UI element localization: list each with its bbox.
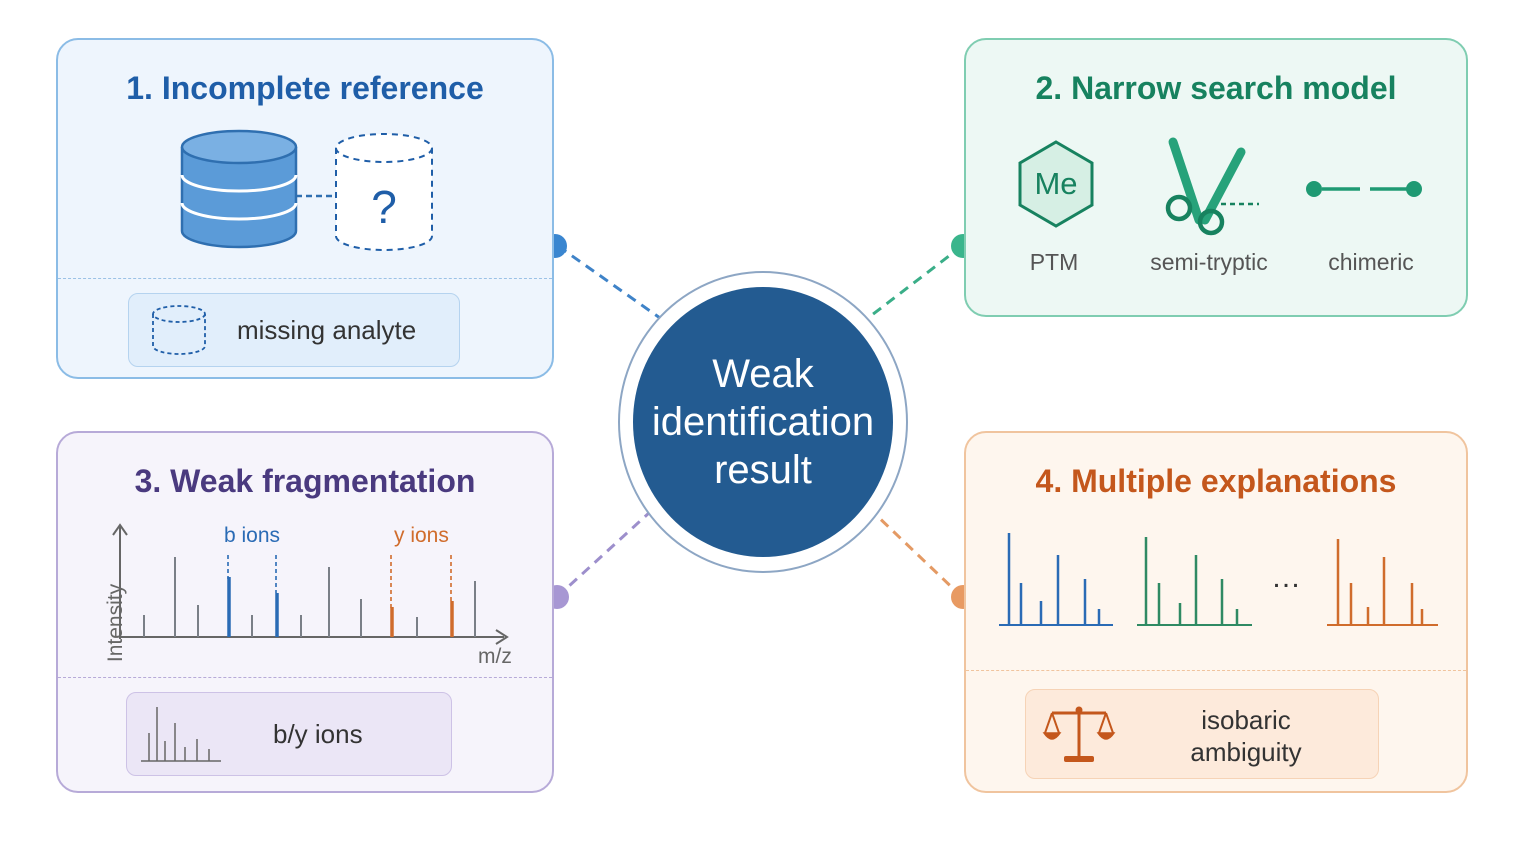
panel-divider [58,677,552,678]
balance-scale-icon [1042,706,1116,762]
spectrum-peaks [143,557,476,637]
chip-by-ions: b/y ions [126,692,452,776]
center-node-label: Weak identification result [651,352,875,492]
candidate-spectrum-3 [1327,539,1438,626]
chimeric-link-icon [1306,181,1422,197]
connector-1 [557,244,661,320]
panel-title: 2. Narrow search model [1035,70,1397,106]
y-ions-label: y ions [394,524,449,547]
x-axis-label: m/z [478,645,512,668]
chip-label: b/y ions [273,719,363,749]
hexagon-label: Me [1034,166,1078,201]
panel-title: 3. Weak fragmentation [134,463,476,499]
b-ions-label: b ions [224,524,281,547]
ellipsis: … [1271,561,1301,594]
database-icon [180,129,433,251]
chip-line-2: ambiguity [1190,737,1302,767]
panel-narrow-search-model: 2. Narrow search model Me PTM semi-trypt… [964,38,1468,317]
connector-2 [867,244,963,320]
panel-title: 1. Incomplete reference [126,70,484,106]
chip-missing-analyte: missing analyte [128,293,460,367]
candidate-spectrum-1 [999,533,1113,626]
y-axis-label: Intensity [104,583,127,663]
question-mark: ? [371,181,397,233]
panel-multiple-explanations: 4. Multiple explanations … isobaric ambi… [964,431,1468,793]
chip-isobaric-ambiguity: isobaric ambiguity [1025,689,1379,779]
connector-4 [871,510,964,599]
label-semi-tryptic: semi-tryptic [1150,249,1268,275]
panel-divider [58,278,552,279]
dashed-cylinder-icon [152,305,206,355]
scissors-icon [1165,137,1259,236]
chip-label: isobaric ambiguity [1138,704,1354,768]
panel-weak-fragmentation: 3. Weak fragmentation Intensity m/z b io… [56,431,554,793]
chip-label: missing analyte [237,315,417,345]
spectra-group [999,533,1438,626]
label-ptm: PTM [1029,249,1079,275]
candidate-spectrum-2 [1137,537,1252,626]
panel-title: 4. Multiple explanations [1035,463,1397,499]
panel-divider [966,670,1466,671]
ptm-hexagon-icon [1018,140,1094,228]
chip-line-1: isobaric [1201,705,1291,735]
mini-spectrum-icon [141,707,221,762]
missing-database-icon [335,133,433,251]
panel-incomplete-reference: 1. Incomplete reference ? missing analyt… [56,38,554,379]
candidate-spectra [999,533,1438,626]
spectrum-plot [112,523,509,645]
connector-3 [555,510,652,599]
center-node [633,287,893,557]
label-chimeric: chimeric [1328,249,1414,275]
